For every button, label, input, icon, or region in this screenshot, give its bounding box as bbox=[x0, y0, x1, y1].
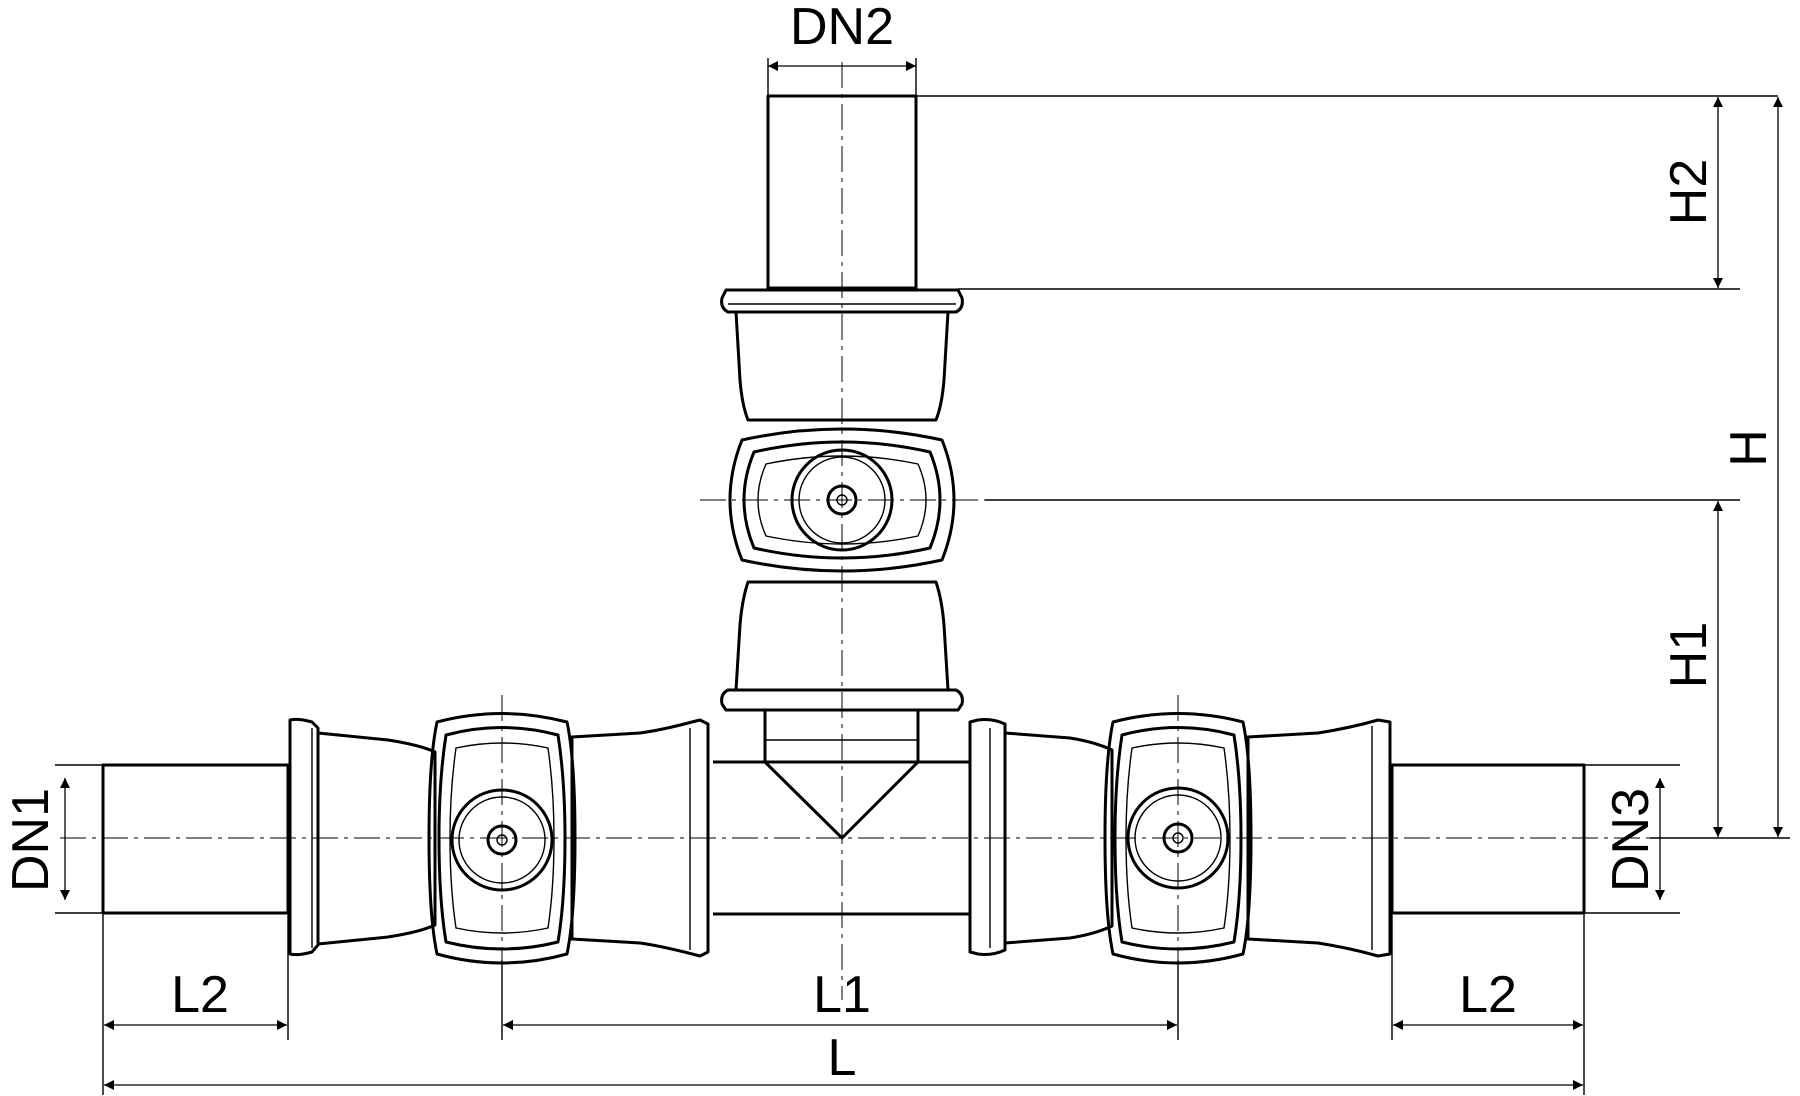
h2-label: H2 bbox=[1660, 159, 1718, 225]
dn1-label: DN1 bbox=[2, 788, 60, 892]
dimension-arrows bbox=[60, 61, 1783, 1090]
h1-label: H1 bbox=[1660, 622, 1718, 688]
centerlines bbox=[60, 62, 1650, 1000]
right-pipe bbox=[1390, 763, 1586, 915]
left-pipe bbox=[101, 763, 290, 915]
top-press-sleeve bbox=[720, 288, 964, 712]
l-label: L bbox=[828, 1029, 857, 1087]
dn3-label: DN3 bbox=[1602, 788, 1660, 892]
left-press-sleeve bbox=[288, 717, 710, 958]
dn2-label: DN2 bbox=[790, 0, 894, 56]
right-inspection-window bbox=[1103, 712, 1253, 965]
left-inspection-window bbox=[427, 712, 577, 965]
top-pipe bbox=[766, 94, 918, 290]
l1-label: L1 bbox=[813, 966, 871, 1024]
h-label: H bbox=[1720, 429, 1778, 467]
right-press-sleeve bbox=[968, 718, 1392, 958]
l2-left-label: L2 bbox=[171, 966, 229, 1024]
l2-right-label: L2 bbox=[1459, 966, 1517, 1024]
tee-body bbox=[713, 710, 970, 916]
extension-lines bbox=[55, 58, 1790, 1095]
